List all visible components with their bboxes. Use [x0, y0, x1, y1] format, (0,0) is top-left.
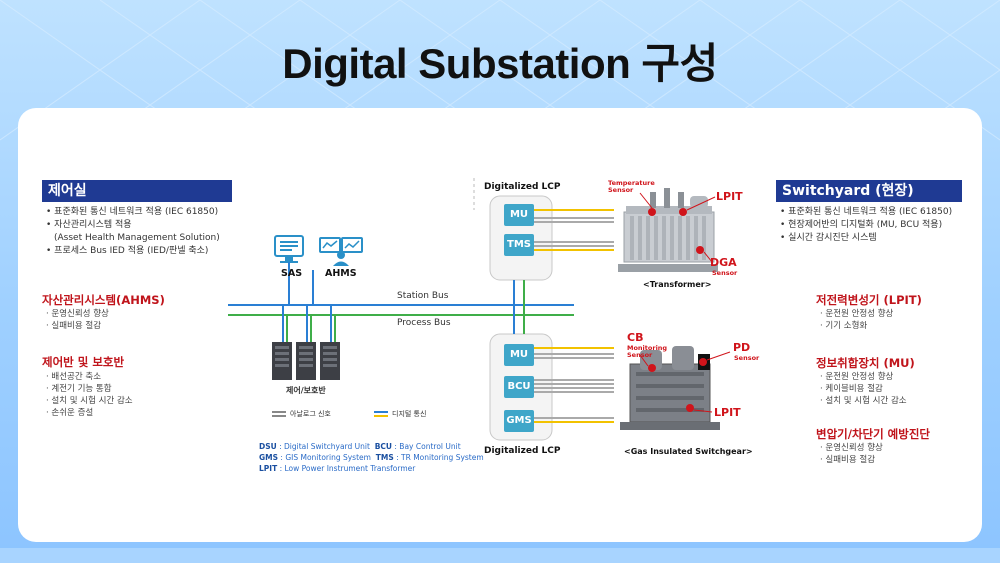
dga-label: DGA	[710, 256, 737, 269]
mu-bottom-label: MU	[509, 349, 529, 360]
abbr-key: BCU	[374, 442, 393, 451]
legend-digital-label: 디지털 통신	[392, 410, 427, 418]
right-bullets: 표준화된 통신 네트워크 적용 (IEC 61850) 현장제어반의 디지털화 …	[780, 206, 975, 245]
abbr-key: LPIT	[259, 464, 278, 473]
section-ahms-items: 운영신뢰성 향상 실패비용 절감	[46, 308, 109, 332]
section-ahms-title: 자산관리시스템(AHMS)	[42, 293, 165, 307]
section-diagnosis-items: 운영신뢰성 향상 실패비용 절감	[820, 442, 883, 466]
right-bullet: 실시간 감시진단 시스템	[780, 232, 975, 245]
bottom-signal-lines	[534, 347, 614, 423]
temperature-sensor-line1: Temperature	[608, 179, 655, 187]
bcu-box	[504, 376, 534, 398]
tms-box	[504, 234, 534, 256]
section-panel-items: 배선공간 축소 계전기 기능 통합 설치 및 시험 시간 감소 손쉬운 증설	[46, 371, 133, 419]
abbr-text: : GIS Monitoring System	[278, 453, 371, 462]
page-title: Digital Substation 구성	[282, 40, 718, 87]
legend-analog-swatch	[272, 411, 286, 417]
list-item: 운전원 안정성 향상	[820, 371, 907, 383]
mu-bottom-box	[504, 344, 534, 366]
section-panel-title: 제어반 및 보호반	[42, 355, 125, 369]
abbr-text: : Bay Control Unit	[392, 442, 461, 451]
dga-sensor-label: Sensor	[712, 269, 738, 277]
list-item: 설치 및 시험 시간 감소	[46, 395, 132, 407]
pd-sensor-label: Sensor	[734, 354, 760, 362]
abbr-text: : Digital Switchyard Unit	[276, 442, 370, 451]
list-item: 계전기 기능 통합	[46, 383, 133, 395]
lpit-top-label: LPIT	[716, 190, 743, 203]
list-item: 운전원 안정성 향상	[820, 308, 893, 320]
left-bullet: 자산관리시스템 적용	[46, 219, 246, 232]
section-diagnosis-title: 변압기/차단기 예방진단	[816, 427, 931, 441]
legend-analog-label: 아날로그 신호	[290, 410, 331, 418]
gms-box	[504, 410, 534, 432]
mu-top-label: MU	[509, 209, 529, 220]
control-room-header: 제어실	[42, 180, 232, 202]
mu-top-box	[504, 204, 534, 226]
cb-sensor-line2: Sensor	[627, 351, 653, 359]
list-item: 운영신뢰성 향상	[820, 442, 882, 454]
transformer-illustration	[618, 188, 718, 272]
cb-sensor-line1: Monitoring	[627, 344, 668, 352]
list-item: 손쉬운 증설	[46, 407, 133, 419]
section-lpit-title: 저전력변성기 (LPIT)	[816, 293, 922, 307]
left-bullet-cont: (Asset Health Management Solution)	[54, 233, 220, 243]
gis-illustration	[620, 346, 720, 430]
section-lpit-items: 운전원 안정성 향상 기기 소형화	[820, 308, 893, 332]
control-protection-panels	[272, 342, 340, 380]
ahms-label: AHMS	[325, 268, 357, 279]
list-item: 배선공간 축소	[46, 371, 133, 383]
list-item: 기기 소형화	[820, 320, 893, 332]
lcp-bottom-label: Digitalized LCP	[484, 446, 561, 456]
abbr-key: TMS	[375, 453, 394, 462]
panel-links	[282, 305, 336, 342]
cb-label: CB	[627, 331, 644, 344]
ahms-operator-icon	[319, 237, 363, 266]
bcu-label: BCU	[507, 381, 531, 392]
switchyard-header: Switchyard (현장)	[776, 180, 962, 202]
left-bullet: 표준화된 통신 네트워크 적용 (IEC 61850)	[46, 206, 246, 219]
tms-label: TMS	[507, 239, 531, 250]
pd-label: PD	[733, 341, 751, 354]
temperature-sensor-line2: Sensor	[608, 186, 634, 194]
transformer-callouts	[639, 192, 716, 263]
abbr-key: DSU	[259, 442, 277, 451]
process-bus-label: Process Bus	[397, 318, 451, 328]
list-item: 운영신뢰성 향상	[46, 308, 108, 320]
abbr-text: : Low Power Instrument Transformer	[277, 464, 416, 473]
section-mu-items: 운전원 안정성 향상 케이블비용 절감 설치 및 시험 시간 감소	[820, 371, 907, 407]
transformer-label: <Transformer>	[643, 280, 712, 289]
temperature-sensor-label: Temperature Sensor	[608, 180, 655, 194]
section-mu-title: 정보취합장치 (MU)	[816, 356, 915, 370]
abbr-text: : TR Monitoring System	[393, 453, 484, 462]
lcp-top-label: Digitalized LCP	[484, 182, 561, 192]
legend-digital-swatch	[374, 411, 388, 417]
left-bullet: 프로세스 Bus IED 적용 (IED/판넬 축소)	[46, 245, 246, 258]
bottom-strip	[0, 548, 1000, 563]
gis-callouts	[639, 351, 731, 413]
right-bullet: 현장제어반의 디지털화 (MU, BCU 적용)	[780, 219, 975, 232]
gms-label: GMS	[506, 415, 532, 426]
list-item: 실패비용 절감	[46, 320, 109, 332]
panel-label: 제어/보호반	[286, 386, 326, 395]
left-bullets: 표준화된 통신 네트워크 적용 (IEC 61850) 자산관리시스템 적용 (…	[46, 206, 246, 258]
lpit-bottom-label: LPIT	[714, 406, 741, 419]
abbr-key: GMS	[259, 453, 279, 462]
station-bus-label: Station Bus	[397, 291, 449, 301]
list-item: 케이블비용 절감	[820, 383, 907, 395]
sas-monitor-icon	[274, 235, 304, 263]
top-signal-lines	[534, 209, 614, 251]
list-item: 설치 및 시험 시간 감소	[820, 395, 906, 407]
sas-label: SAS	[281, 268, 303, 279]
list-item: 실패비용 절감	[820, 454, 883, 466]
gis-label: <Gas Insulated Switchgear>	[624, 447, 753, 456]
abbreviation-legend: DSU : Digital Switchyard Unit BCU : Bay …	[259, 441, 489, 474]
cb-sensor-label: Monitoring Sensor	[627, 345, 667, 359]
right-bullet: 표준화된 통신 네트워크 적용 (IEC 61850)	[780, 206, 975, 219]
